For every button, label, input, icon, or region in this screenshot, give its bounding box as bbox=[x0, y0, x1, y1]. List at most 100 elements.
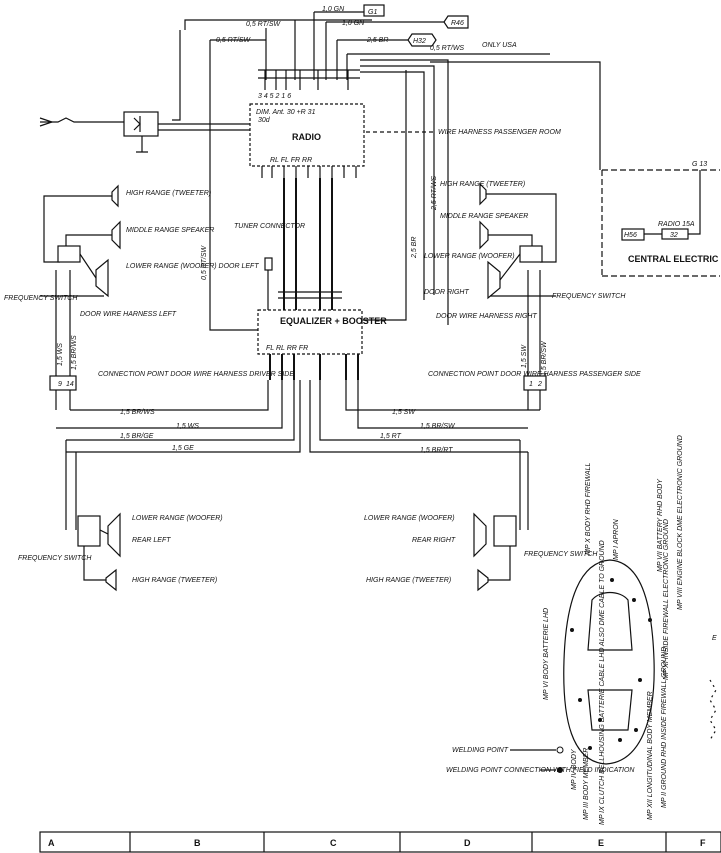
right-frequency-switch bbox=[519, 245, 543, 263]
radio-to-equalizer-wires bbox=[278, 178, 342, 310]
right-midrange-icon bbox=[479, 220, 489, 250]
right-door-harness: DOOR WIRE HARNESS RIGHT bbox=[436, 313, 537, 320]
connector-r46 bbox=[443, 15, 469, 29]
wire-harness-passenger-room: WIRE HARNESS PASSENGER ROOM bbox=[438, 129, 561, 136]
wire-label-1gn-a: 1,0 GN bbox=[322, 6, 345, 13]
wire-label-ge: 1,5 GE bbox=[172, 445, 194, 452]
central-electric: G 13 H56 32 RADIO 15A CENTRAL ELECTRIC bbox=[601, 161, 720, 277]
antenna bbox=[39, 111, 250, 153]
connection-left-pin-2: 14 bbox=[66, 381, 74, 388]
right-door-speakers: HIGH RANGE (TWEETER) MIDDLE RANGE SPEAKE… bbox=[424, 181, 626, 320]
right-door-label: DOOR RIGHT bbox=[424, 289, 469, 296]
radio-inputs-sub: 30d bbox=[258, 117, 271, 124]
left-middle-range: MIDDLE RANGE SPEAKER bbox=[126, 227, 214, 234]
radio-outputs: RL FL FR RR bbox=[270, 157, 312, 164]
connector-h32-label: H32 bbox=[413, 38, 426, 45]
wire-label-ws: 1,5 WS bbox=[176, 423, 199, 430]
gp-d: MP VIII ENGINE BLOCK DME ELECTRONIC GROU… bbox=[677, 435, 684, 610]
rear-left-woofer-icon bbox=[107, 512, 121, 558]
rear-right-speakers: LOWER RANGE (WOOFER) REAR RIGHT FREQUENC… bbox=[364, 512, 598, 592]
wire-label-25br: 2,5 BR bbox=[366, 37, 388, 44]
connector-g1 bbox=[363, 4, 385, 17]
left-frequency-switch bbox=[57, 245, 81, 263]
rear-right-high: HIGH RANGE (TWEETER) bbox=[366, 577, 451, 584]
right-high-range: HIGH RANGE (TWEETER) bbox=[440, 181, 525, 188]
gp-i: MP IX CLUTCH BELLHOUSING BATTERIE CABLE … bbox=[599, 540, 606, 825]
connector-r46-label: R46 bbox=[451, 20, 464, 27]
side-wire-right: 2,5 RT/WS bbox=[431, 176, 438, 211]
central-electric-title: CENTRAL ELECTRIC bbox=[628, 254, 719, 264]
grid-bar: A B C D E F bbox=[39, 831, 721, 853]
grid-letter-b: B bbox=[194, 838, 201, 848]
left-lower-range: LOWER RANGE (WOOFER) DOOR LEFT bbox=[126, 263, 259, 270]
grid-letter-f: F bbox=[700, 838, 706, 848]
side-wire-mid: 2,5 BR bbox=[411, 237, 418, 259]
left-door-harness: DOOR WIRE HARNESS LEFT bbox=[80, 311, 177, 318]
radio-pin-numbers: 3 4 5 2 1 6 bbox=[258, 93, 291, 100]
connection-right-pin-2: 2 bbox=[537, 381, 542, 388]
left-wire-brws: 1,5 BR/WS bbox=[71, 335, 78, 370]
rear-left-tweeter-icon bbox=[105, 568, 117, 592]
equalizer-booster: EQUALIZER + BOOSTER FL RL RR FR bbox=[257, 309, 387, 380]
wire-label-rtsw-a: 0,5 RT/SW bbox=[246, 21, 281, 28]
grid-letter-c: C bbox=[330, 838, 337, 848]
right-woofer-icon bbox=[487, 260, 501, 300]
car-ground-points: MP X BODY RHD FIREWALL MP I APRON MP VII… bbox=[446, 435, 684, 825]
fuse-32-label: 32 bbox=[670, 232, 678, 239]
connection-left-label: CONNECTION POINT DOOR WIRE HARNESS DRIVE… bbox=[98, 371, 294, 378]
grid-letter-d: D bbox=[464, 838, 471, 848]
rear-right-label: REAR RIGHT bbox=[412, 537, 456, 544]
gp-h: MP III BODY MEMBER bbox=[583, 748, 590, 820]
gp-c: MP VII BATTERY RHD BODY bbox=[657, 478, 664, 572]
welding-point: WELDING POINT bbox=[452, 747, 509, 754]
right-wire-brsw: 1,5 BR/SW bbox=[541, 340, 548, 376]
right-frequency-switch-label: FREQUENCY SWITCH bbox=[552, 293, 626, 300]
rear-right-tweeter-icon bbox=[477, 568, 489, 592]
right-lower-range: LOWER RANGE (WOOFER) bbox=[424, 253, 515, 260]
wire-label-brrt: 1,5 BR/RT bbox=[420, 447, 453, 454]
connector-g1-label: G1 bbox=[368, 9, 377, 16]
wire-label-brge: 1,5 BR/GE bbox=[120, 433, 154, 440]
right-wire-sw: 1,5 SW bbox=[521, 344, 528, 368]
edge-letter: E bbox=[712, 635, 717, 642]
left-woofer-icon bbox=[95, 258, 109, 298]
right-tweeter-icon bbox=[479, 182, 487, 206]
fuse-radio-label: RADIO 15A bbox=[658, 221, 695, 228]
wire-label-sw: 1,5 SW bbox=[392, 409, 416, 416]
left-wire-ws: 1,5 WS bbox=[57, 343, 64, 366]
connection-right-label: CONNECTION POINT DOOR WIRE HARNESS PASSE… bbox=[428, 371, 641, 378]
connector-g13: G 13 bbox=[692, 161, 707, 168]
connector-h32 bbox=[407, 33, 437, 47]
rear-right-freq: FREQUENCY SWITCH bbox=[524, 551, 598, 558]
connector-h56-label: H56 bbox=[624, 232, 637, 239]
connection-right-pin-1: 1 bbox=[529, 381, 533, 388]
gp-k: MP II GROUND RHD INSIDE FIREWALL GROUND bbox=[661, 647, 668, 808]
tuner-connector bbox=[264, 257, 273, 271]
gp-g: MP IV BODY bbox=[571, 748, 578, 790]
car-outline bbox=[563, 559, 655, 765]
connection-right bbox=[523, 375, 547, 391]
main-horizontal-wires bbox=[56, 380, 540, 530]
gp-j: MP XII LONGITUDINAL BODY MEMBER bbox=[647, 691, 654, 820]
radio-unit: 3 4 5 2 1 6 DIM. Ant. 30 +R 31 30d RADIO… bbox=[249, 93, 365, 178]
rear-left-frequency-switch bbox=[77, 515, 101, 547]
rear-left-speakers: LOWER RANGE (WOOFER) REAR LEFT FREQUENCY… bbox=[18, 512, 223, 592]
equalizer-outputs: FL RL RR FR bbox=[266, 345, 308, 352]
wire-label-brws: 1,5 BR/WS bbox=[120, 409, 155, 416]
rear-right-lower: LOWER RANGE (WOOFER) bbox=[364, 515, 455, 522]
rear-right-frequency-switch bbox=[493, 515, 517, 547]
left-door-speakers: HIGH RANGE (TWEETER) MIDDLE RANGE SPEAKE… bbox=[4, 184, 259, 318]
left-tweeter-icon bbox=[111, 184, 119, 208]
rear-left-label: REAR LEFT bbox=[132, 537, 171, 544]
wire-label-rt: 1,5 RT bbox=[380, 433, 402, 440]
rear-right-woofer-icon bbox=[473, 512, 487, 558]
tuner-connector-label: TUNER CONNECTOR bbox=[234, 223, 305, 230]
left-midrange-icon bbox=[111, 220, 121, 250]
wire-label-rtsw-b: 0,5 RT/SW bbox=[216, 37, 251, 44]
radio-inputs: DIM. Ant. 30 +R 31 bbox=[256, 109, 316, 116]
gp-b: MP I APRON bbox=[613, 518, 620, 560]
grid-letter-a: A bbox=[48, 838, 55, 848]
only-usa-label: ONLY USA bbox=[482, 42, 517, 49]
left-frequency-switch-label: FREQUENCY SWITCH bbox=[4, 295, 78, 302]
